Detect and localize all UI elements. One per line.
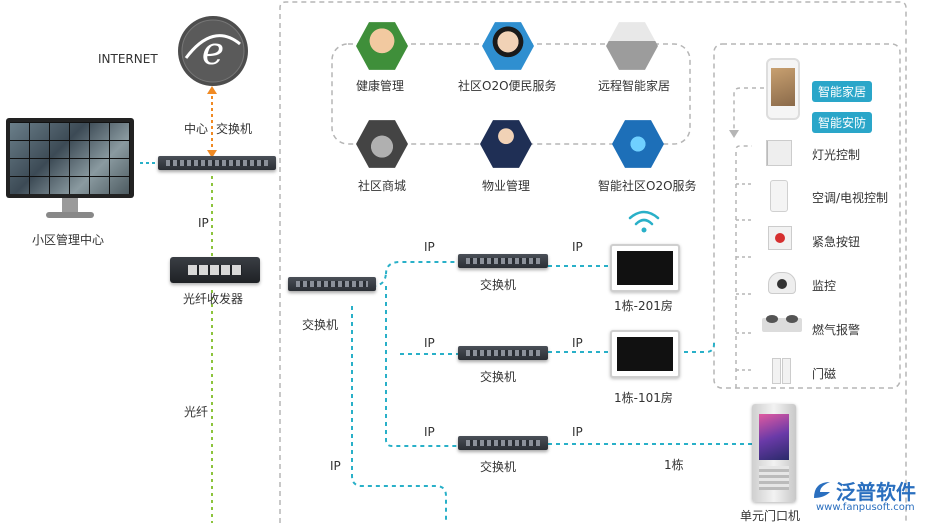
smart-security-tag: 智能安防 xyxy=(812,112,873,133)
mgmt-center-label: 小区管理中心 xyxy=(32,233,105,247)
center-switch-label-b: 交换机 xyxy=(216,122,253,136)
service-label-smart-home: 远程智能家居 xyxy=(598,79,671,93)
company-logo: 泛普软件 www.fanpusoft.com xyxy=(810,476,934,518)
device-label-gas: 燃气报警 xyxy=(812,323,861,337)
logo-mark-icon xyxy=(814,482,830,498)
fiber-transceiver-label: 光纤收发器 xyxy=(183,292,244,306)
wifi-icon xyxy=(628,210,660,226)
room-201-label: 1栋-201房 xyxy=(614,299,673,313)
building-label: 1栋 xyxy=(664,458,684,472)
ip-label-3: IP xyxy=(424,425,435,439)
device-label-monitor: 监控 xyxy=(812,279,837,293)
switch-2-label: 交换机 xyxy=(480,370,517,384)
emergency-button-icon xyxy=(768,226,792,250)
smartphone-icon xyxy=(766,58,800,120)
ip-label-2: IP xyxy=(424,336,435,350)
gas-stove-icon xyxy=(762,315,802,332)
switch-3-label: 交换机 xyxy=(480,460,517,474)
service-label-property: 物业管理 xyxy=(482,179,531,193)
service-label-smart-o2o: 智能社区O2O服务 xyxy=(598,179,697,193)
door-unit-device xyxy=(752,404,796,502)
ip-label-left: IP xyxy=(198,216,209,230)
door-sensor-icon xyxy=(772,358,791,384)
switch-1 xyxy=(458,254,548,268)
ip-label-4: IP xyxy=(572,240,583,254)
main-switch-label: 交换机 xyxy=(302,318,339,332)
service-label-o2o: 社区O2O便民服务 xyxy=(458,79,557,93)
indoor-panel-101 xyxy=(610,330,680,378)
device-label-door-sensor: 门磁 xyxy=(812,367,837,381)
smart-home-service-icon xyxy=(606,22,658,70)
switch-3 xyxy=(458,436,548,450)
center-switch xyxy=(158,156,276,170)
internet-icon: e xyxy=(178,16,248,86)
ip-label-7: IP xyxy=(330,459,341,473)
smart-o2o-service-icon xyxy=(612,120,664,168)
ip-label-5: IP xyxy=(572,336,583,350)
service-label-mall: 社区商城 xyxy=(358,179,407,193)
internet-label: INTERNET xyxy=(98,52,158,66)
switch-2 xyxy=(458,346,548,360)
smart-home-group-frame xyxy=(713,43,901,389)
ip-label-6: IP xyxy=(572,425,583,439)
smart-home-tag: 智能家居 xyxy=(812,81,873,102)
center-switch-label-a: 中心 xyxy=(184,122,209,136)
service-label-health: 健康管理 xyxy=(356,79,405,93)
room-101-label: 1栋-101房 xyxy=(614,391,673,405)
light-switch-icon xyxy=(766,140,792,166)
switch-1-label: 交换机 xyxy=(480,278,517,292)
mgmt-monitor xyxy=(6,118,134,222)
device-label-ac-tv: 空调/电视控制 xyxy=(812,191,889,205)
device-label-light: 灯光控制 xyxy=(812,148,861,162)
camera-icon xyxy=(768,272,796,294)
ip-label-1: IP xyxy=(424,240,435,254)
indoor-panel-201 xyxy=(610,244,680,292)
logo-url: www.fanpusoft.com xyxy=(816,502,915,513)
logo-text: 泛普软件 xyxy=(836,480,916,504)
fiber-label: 光纤 xyxy=(184,405,209,419)
fiber-transceiver xyxy=(170,257,260,283)
door-unit-label: 单元门口机 xyxy=(740,509,801,523)
device-label-emergency: 紧急按钮 xyxy=(812,235,861,249)
main-switch xyxy=(288,277,376,291)
network-zone-frame xyxy=(279,1,907,523)
ac-tv-control-icon xyxy=(770,180,788,212)
